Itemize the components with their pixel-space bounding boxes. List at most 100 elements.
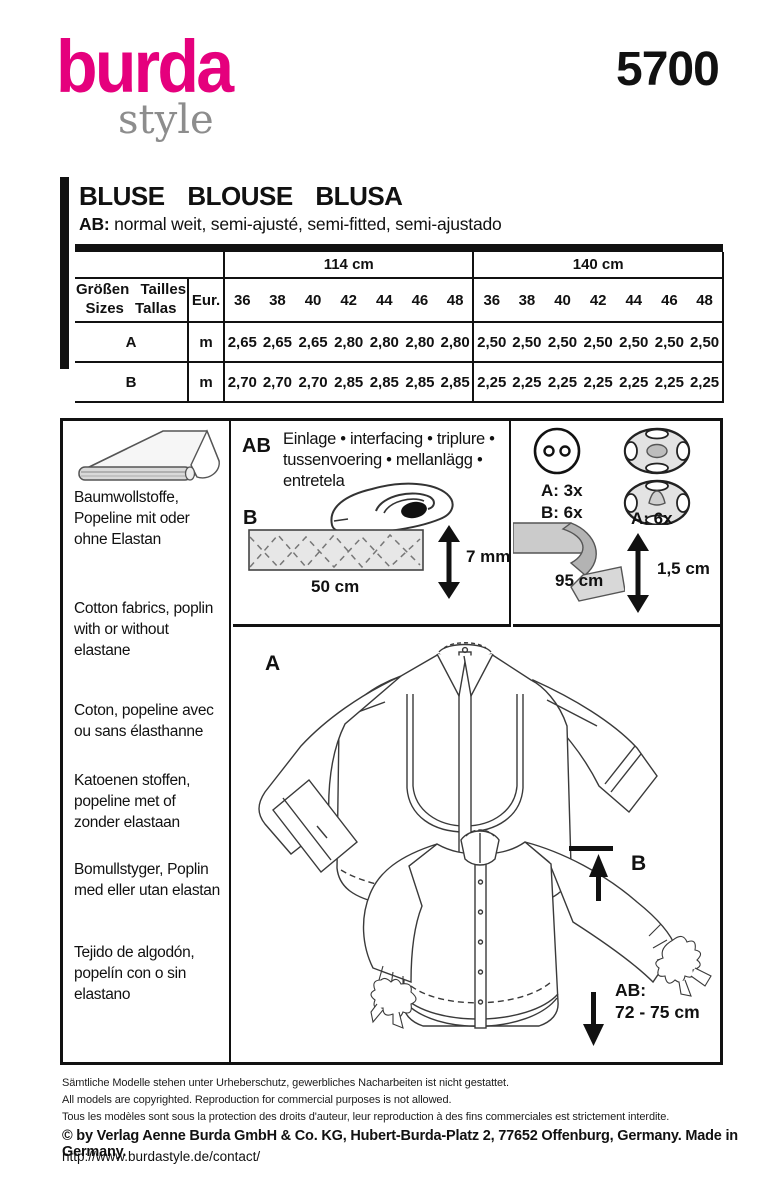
size-cell: 38 [509,278,545,323]
blank-header-cell [75,252,224,279]
interfacing-strip-icon [248,529,424,571]
button-icon [533,427,581,475]
buttons-cell: A: 3x B: 6x A: 6x 9 [513,421,720,627]
width-140-header: 140 cm [472,252,724,279]
yardage-cell: 2,25 [615,362,652,403]
size-cell: 46 [402,278,438,323]
subtitle-text: normal weit, semi-ajusté, semi-fitted, s… [109,214,502,234]
ribbon-width-label: 1,5 cm [657,559,710,578]
fabric-text-de: Baumwollstoffe, Popeline mit oder ohne E… [74,489,190,548]
eur-label-cell: Eur. [188,278,225,323]
blouse-views-illustration: A [258,642,712,1046]
iron-icon [330,482,454,535]
yardage-cell: 2,25 [544,362,581,403]
unit-cell: m [188,322,225,363]
yardage-table: 114 cm 140 cm Größen Tailles Sizes Talla… [75,252,724,403]
yardage-cell: 2,65 [295,322,331,363]
interfacing-view-label: AB [242,435,271,457]
yardage-cell: 2,70 [224,362,260,403]
fabric-text-en: Cotton fabrics, poplin with or without e… [74,600,214,659]
fabric-bolt-icon [78,429,221,481]
yardage-cell: 2,50 [544,322,581,363]
sizes-label-cell: Größen Tailles Sizes Tallas [75,278,189,323]
sizes-label-line1: Größen Tailles [75,281,187,299]
size-cell: 38 [259,278,296,323]
yardage-cell: 2,80 [402,322,438,363]
title-accent-bar [60,177,69,369]
strip-width-label: 50 cm [311,577,360,596]
yardage-cell: 2,25 [687,362,724,403]
fabric-text-fr: Coton, popeline avec ou sans élasthanne [74,702,214,740]
garment-title: BLUSE BLOUSE BLUSA [79,181,403,211]
yardage-cell: 2,50 [580,322,616,363]
size-cell: 42 [330,278,367,323]
ribbon-length-label: 95 cm [555,571,604,590]
size-cell: 40 [544,278,581,323]
size-cell: 44 [366,278,403,323]
illustration-box: Baumwollstoffe, Popeline mit oder ohne E… [60,418,723,1065]
publisher-line: © by Verlag Aenne Burda GmbH & Co. KG, H… [62,1128,738,1160]
yardage-cell: 2,50 [651,322,688,363]
fabric-text-nl: Katoenen stoffen, popeline met of zonder… [74,772,191,831]
length-value: 72 - 75 cm [615,1002,700,1022]
sizes-label-line2: Sizes Tallas [85,300,177,317]
strip-height-label: 7 mm [466,547,511,566]
yardage-cell: 2,70 [259,362,296,403]
size-cell: 44 [615,278,652,323]
copyright-line-de: Sämtliche Modelle stehen unter Urhebersc… [62,1077,509,1089]
ribbon-icon [513,522,625,602]
yardage-cell: 2,50 [473,322,510,363]
size-cell: 40 [295,278,331,323]
length-arrow-icon [583,992,604,1046]
blouse-a-drawing [258,642,658,914]
burda-logo-style: style [118,97,214,143]
burda-logo: burda [56,25,234,108]
view-a-drawing-label: A [265,652,280,675]
yardage-cell: 2,85 [366,362,403,403]
size-cell: 48 [437,278,475,323]
fabric-column: Baumwollstoffe, Popeline mit oder ohne E… [63,421,231,1062]
sleeve-marker-icon [569,846,613,901]
strip-height-arrow-icon [438,525,460,599]
button-count-b: B: 6x [541,503,583,522]
yardage-cell: 2,80 [330,322,367,363]
yardage-row-b: B m 2,70 2,70 2,70 2,85 2,85 2,85 2,85 2… [75,362,724,403]
width-114-header: 114 cm [222,252,474,279]
yardage-cell: 2,50 [687,322,724,363]
yardage-cell: 2,50 [615,322,652,363]
interfacing-text: Einlage • interfacing • triplure • tusse… [283,430,495,490]
subtitle-view-prefix: AB: [79,214,110,234]
view-a-row-label: A [75,322,189,363]
snap-fasteners-icon [623,427,691,525]
fabric-width-header-row: 114 cm 140 cm [75,252,724,279]
yardage-cell: 2,25 [473,362,510,403]
size-cell: 36 [473,278,510,323]
size-cell: 42 [580,278,616,323]
unit-cell: m [188,362,225,403]
yardage-cell: 2,85 [402,362,438,403]
size-cell: 46 [651,278,688,323]
yardage-cell: 2,25 [509,362,545,403]
yardage-cell: 2,65 [224,322,260,363]
table-top-rule [75,244,723,252]
sizes-header-row: Größen Tailles Sizes Tallas Eur. 36 38 4… [75,278,724,323]
button-count-a: A: 3x [541,481,583,500]
size-cell: 48 [687,278,724,323]
yardage-cell: 2,85 [330,362,367,403]
yardage-row-a: A m 2,65 2,65 2,65 2,80 2,80 2,80 2,80 2… [75,322,724,363]
contact-url: http://www.burdastyle.de/contact/ [62,1149,261,1164]
yardage-cell: 2,70 [295,362,331,403]
snap-count: A: 6x [631,509,673,528]
garment-subtitle: AB: normal weit, semi-ajusté, semi-fitte… [79,214,502,235]
yardage-cell: 2,80 [366,322,403,363]
yardage-cell: 2,50 [509,322,545,363]
yardage-cell: 2,65 [259,322,296,363]
fabric-text-es: Tejido de algodón, popelín con o sin ela… [74,944,195,1003]
pattern-number: 5700 [616,43,720,96]
view-b-row-label: B [75,362,189,403]
yardage-cell: 2,25 [651,362,688,403]
yardage-cell: 2,80 [437,322,475,363]
length-prefix: AB: [615,980,646,1000]
interfacing-cell: AB Einlage • interfacing • triplure • tu… [233,421,511,627]
